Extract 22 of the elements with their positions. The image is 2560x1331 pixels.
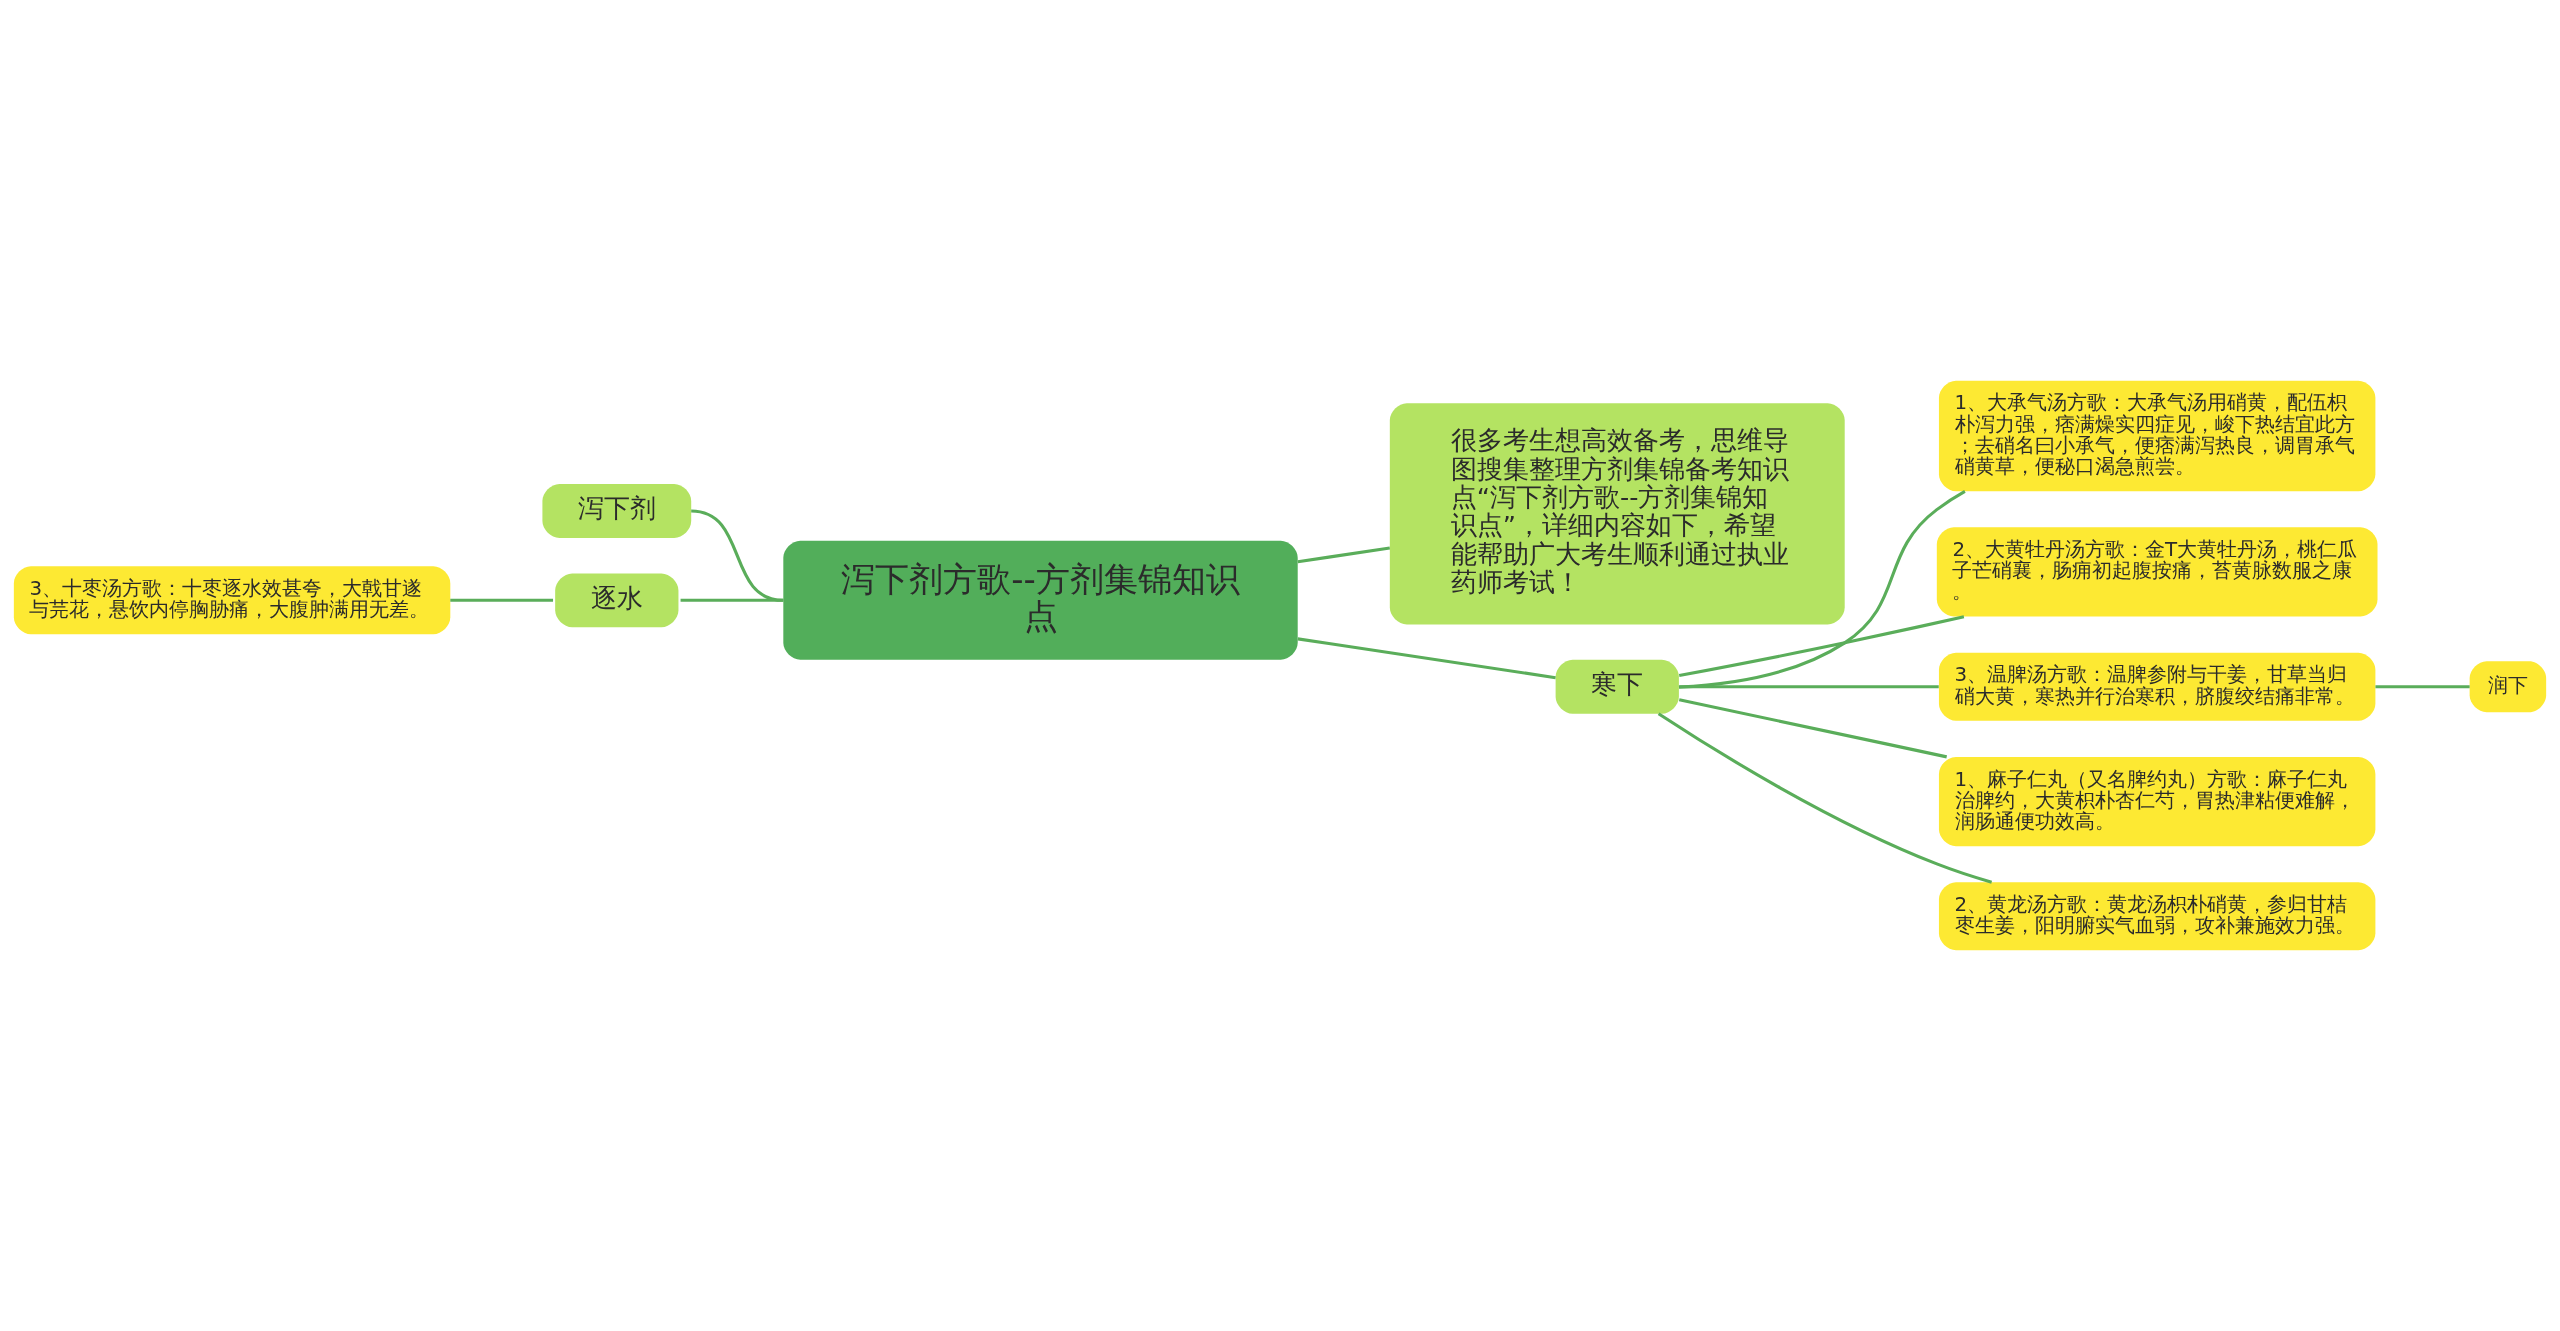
node-box: 很多考生想高效备考，思维导图搜集整理方剂集锦备考知识点“泻下剂方歌--方剂集锦知识点”，详细内容如下，希望能帮助广大考生顺利通过执业药师考试！ <box>1389 403 1845 625</box>
connector <box>1297 637 1556 680</box>
connector <box>1678 698 1947 759</box>
node-box: 2、大黄牡丹汤方歌：金T大黄牡丹汤，桃仁瓜子芒硝襄，肠痈初起腹按痛，苔黄脉数服之康。 <box>1936 527 2378 617</box>
node-box: 3、十枣汤方歌：十枣逐水效甚夸，大戟甘遂与芫花，悬饮内停胸胁痛，大腹肿满用无差。 <box>13 566 451 635</box>
node-box: 逐水 <box>555 573 679 628</box>
connector <box>1297 546 1390 564</box>
node-box: 1、麻子仁丸（又名脾约丸）方歌：麻子仁丸治脾约，大黄枳朴杏仁芍，胃热津粘便难解，润肠通便功效高。 <box>1938 756 2376 847</box>
node-box: 润下 <box>2469 661 2547 713</box>
connector <box>1678 615 1965 678</box>
connector <box>450 598 554 602</box>
node-box: 泻下剂方歌--方剂集锦知识点 <box>783 540 1298 660</box>
connector <box>680 598 784 602</box>
node-box: 3、温脾汤方歌：温脾参附与干姜，甘草当归硝大黄，寒热并行治寒积，脐腹绞结痛非常。 <box>1938 652 2376 721</box>
node-box: 泻下剂 <box>542 484 692 538</box>
node-box: 寒下 <box>1555 659 1679 714</box>
connector <box>1679 685 1939 689</box>
node-box: 1、大承气汤方歌：大承气汤用硝黄，配伍枳朴泻力强，痞满燥实四症见，峻下热结宜此方；去硝名曰小承气，便痞满泻热良，调胃承气硝黄草，便秘口渴急煎尝。 <box>1938 380 2376 492</box>
connector <box>1678 490 1966 689</box>
connector <box>2375 685 2470 689</box>
node-box: 2、黄龙汤方歌：黄龙汤枳朴硝黄，参归甘桔枣生姜，阳明腑实气血弱，攻补兼施效力强。 <box>1938 882 2376 951</box>
connector <box>1657 712 1993 884</box>
